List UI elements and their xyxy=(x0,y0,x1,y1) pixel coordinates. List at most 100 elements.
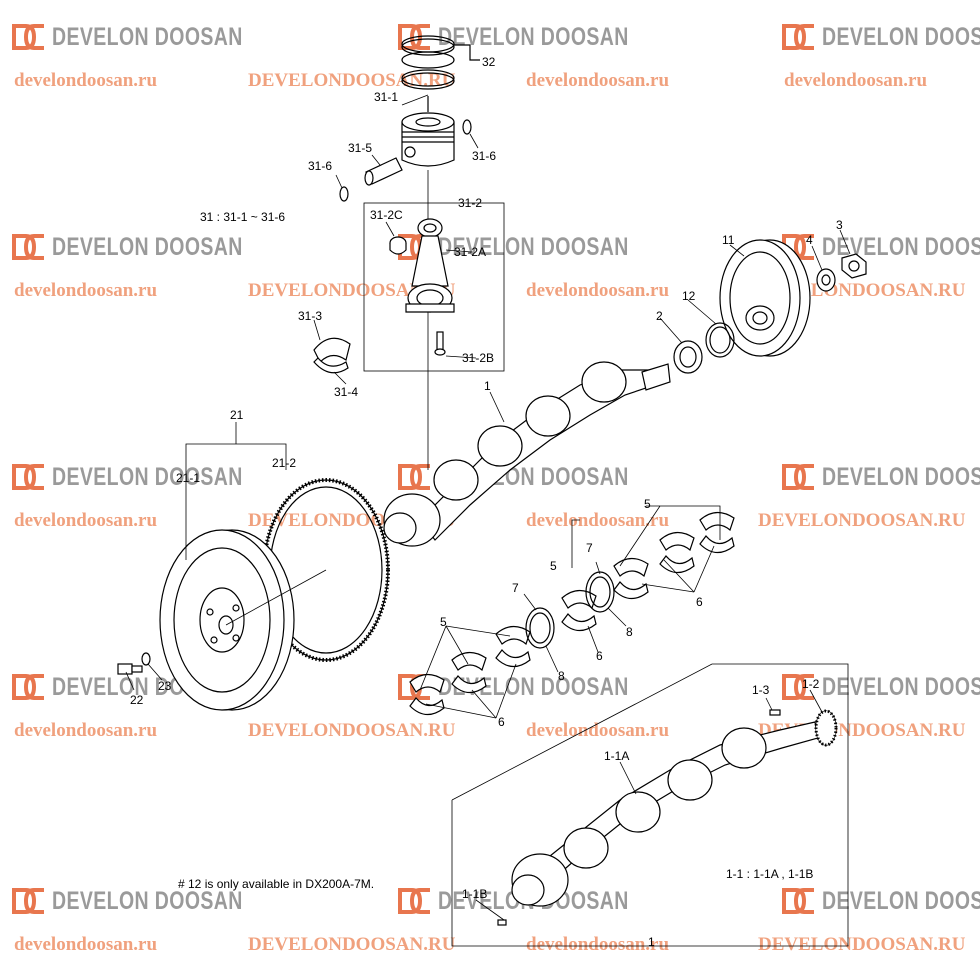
callout-31-6-right: 31-6 xyxy=(472,149,496,163)
watermark-logo: DEVELON DOOSAN xyxy=(12,886,297,916)
callout-7-lower: 7 xyxy=(512,581,519,595)
watermark-url: develondoosan.ru xyxy=(14,510,158,531)
develon-logo-icon xyxy=(12,24,44,50)
callout-21-1: 21-1 xyxy=(176,471,200,485)
piston-ring-set xyxy=(401,35,480,90)
callout-31-2B: 31-2B xyxy=(462,351,494,365)
watermark-logo: DEVELON DOOSAN xyxy=(782,22,980,52)
callout-31-range: 31 : 31-1 ~ 31-6 xyxy=(200,210,285,224)
watermark-brand-text: DEVELON DOOSAN xyxy=(52,886,243,915)
callout-6-mid: 6 xyxy=(596,649,603,663)
watermark-url: DEVELONDOOSAN.RU xyxy=(758,510,966,531)
thrust-washers xyxy=(525,571,615,649)
callout-21-2: 21-2 xyxy=(272,456,296,470)
callout-5-left: 5 xyxy=(440,615,447,629)
callout-22: 22 xyxy=(130,693,144,707)
callout-8-upper: 8 xyxy=(626,625,633,639)
callout-4: 4 xyxy=(806,233,813,247)
thrust-washer xyxy=(705,322,735,358)
callout-6-right: 6 xyxy=(696,595,703,609)
watermark-brand-text: DEVELON DOOSAN xyxy=(822,462,980,491)
watermark-url: develondoosan.ru xyxy=(14,720,158,741)
callout-1-2: 1-2 xyxy=(802,677,820,691)
develon-logo-icon xyxy=(398,464,430,490)
crank-pulley xyxy=(719,239,811,357)
callout-1-bottom: 1 xyxy=(648,935,655,949)
connecting-rod xyxy=(405,218,455,313)
watermark-url: develondoosan.ru xyxy=(14,70,158,91)
spacer xyxy=(816,268,836,292)
watermark-url: develondoosan.ru xyxy=(526,70,670,91)
callout-12: 12 xyxy=(682,289,696,303)
develon-logo-icon xyxy=(782,888,814,914)
watermark-brand-text: DEVELON DOOSAN xyxy=(52,462,243,491)
front-oil-seal xyxy=(673,340,703,374)
callout-1-1B: 1-1B xyxy=(462,887,487,901)
crankshaft-assy-box xyxy=(451,663,849,947)
callout-3: 3 xyxy=(836,218,843,232)
watermark-url: develondoosan.ru xyxy=(526,934,670,955)
callout-7-upper: 7 xyxy=(586,541,593,555)
callout-31-3: 31-3 xyxy=(298,309,322,323)
callout-32: 32 xyxy=(482,55,496,69)
watermark-url: DEVELONDOOSAN.RU xyxy=(248,934,456,955)
snap-rings xyxy=(339,119,472,202)
flywheel-bolt xyxy=(117,663,143,675)
callout-31-6-left: 31-6 xyxy=(308,159,332,173)
callout-labels: 32 31-1 31-5 31-6 31-6 31 : 31-1 ~ 31-6 … xyxy=(130,55,843,949)
watermark-brand-text: DEVELON DOOSAN xyxy=(822,22,980,51)
watermark-url: develondoosan.ru xyxy=(526,280,670,301)
piston-pin xyxy=(364,157,403,186)
callout-1-1A: 1-1A xyxy=(604,749,629,763)
watermark-url: develondoosan.ru xyxy=(526,720,670,741)
callout-6-left: 6 xyxy=(498,715,505,729)
develon-logo-icon xyxy=(398,888,430,914)
callout-31-2A: 31-2A xyxy=(454,245,486,259)
watermark-url: develondoosan.ru xyxy=(14,280,158,301)
piston xyxy=(401,96,455,167)
dowel-pin xyxy=(497,919,507,926)
conrod-bearing-shells xyxy=(313,337,351,374)
callout-5-top: 5 xyxy=(644,497,651,511)
callout-11: 11 xyxy=(722,233,735,247)
pulley-nut xyxy=(841,253,867,279)
develon-logo-icon xyxy=(782,464,814,490)
watermark-logo: DEVELON DOOSAN xyxy=(12,22,297,52)
develon-logo-icon xyxy=(398,24,430,50)
watermark-logo: DEVELON DOOSAN xyxy=(12,232,297,262)
watermark-url: develondoosan.ru xyxy=(526,510,670,531)
crankshaft-main xyxy=(383,361,671,547)
flywheel xyxy=(159,529,295,711)
callout-1: 1 xyxy=(484,379,491,393)
watermark-url: DEVELONDOOSAN.RU xyxy=(248,280,456,301)
develon-logo-icon xyxy=(782,674,814,700)
develon-logo-icon xyxy=(12,674,44,700)
flywheel-washer xyxy=(141,652,151,666)
leader-lines xyxy=(125,94,851,921)
callout-31-5: 31-5 xyxy=(348,141,372,155)
callout-31-2: 31-2 xyxy=(458,196,482,210)
conrod-group-box xyxy=(363,202,505,372)
callout-1-subassembly: 1-1 : 1-1A , 1-1B xyxy=(726,867,813,881)
develon-logo-icon xyxy=(12,464,44,490)
callout-5-mid: 5 xyxy=(550,559,557,573)
develon-logo-icon xyxy=(12,888,44,914)
callout-31-4: 31-4 xyxy=(334,385,358,399)
watermark-url: DEVELONDOOSAN.RU xyxy=(758,934,966,955)
crankshaft-assy xyxy=(511,721,819,907)
callout-21: 21 xyxy=(230,408,244,422)
callout-8-lower: 8 xyxy=(558,669,565,683)
watermark-brand-text: DEVELON DOOSAN xyxy=(438,232,629,261)
callout-23: 23 xyxy=(158,679,172,693)
watermark-url: develondoosan.ru xyxy=(784,70,928,91)
develon-logo-icon xyxy=(782,24,814,50)
callout-1-3: 1-3 xyxy=(752,683,770,697)
callout-31-2C: 31-2C xyxy=(370,208,403,222)
watermark-logo: DEVELON DOOSAN xyxy=(782,462,980,492)
watermark-brand-text: DEVELON DOOSAN xyxy=(52,22,243,51)
callout-31-1: 31-1 xyxy=(374,90,398,104)
watermark-url: develondoosan.ru xyxy=(14,934,158,955)
watermark-url: DEVELONDOOSAN.RU xyxy=(248,720,456,741)
